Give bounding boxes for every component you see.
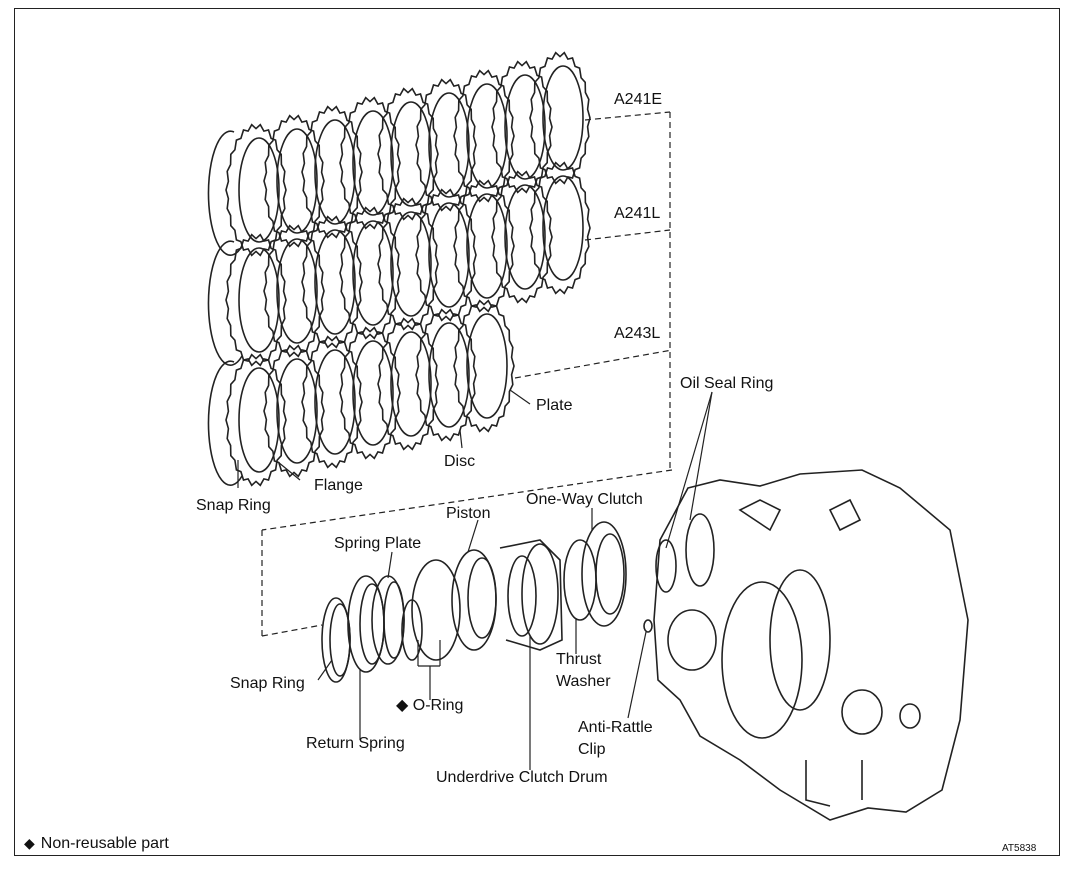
plate-bore: [466, 193, 508, 299]
diagram-frame: [14, 8, 1060, 856]
clutch-disc: [263, 344, 325, 478]
clutch-plate: [301, 335, 363, 469]
lower-assembly: [321, 521, 627, 683]
plate-bore: [352, 110, 394, 216]
plate-bore: [314, 119, 356, 225]
plate-bore: [352, 340, 394, 446]
plate-bore: [390, 211, 432, 317]
return-spring-label: Return Spring: [306, 735, 405, 752]
plate-bore: [276, 238, 318, 344]
clutch-disc: [491, 170, 553, 304]
plate-bore: [504, 74, 546, 180]
plate-bore: [276, 128, 318, 234]
variant-guide-lines: [261, 111, 673, 637]
clutch-plate: [453, 299, 515, 433]
plate-bore: [466, 83, 508, 189]
non-reusable-symbol: ◆: [24, 835, 35, 851]
plate-bore: [352, 220, 394, 326]
clutch-pack-a241l: [207, 161, 591, 367]
clutch-plate: [377, 317, 439, 451]
transmission-case: [643, 469, 969, 821]
clutch-plate: [453, 179, 515, 313]
plate-bore: [314, 349, 356, 455]
snap-ring-bottom-label: Snap Ring: [230, 675, 305, 692]
plate-bore: [276, 358, 318, 464]
plate-bore: [238, 367, 280, 473]
underdrive-clutch-drum-label: Underdrive Clutch Drum: [436, 769, 608, 786]
plate-bore: [390, 331, 432, 437]
figure-code: AT5838: [1002, 843, 1037, 854]
variant-label-a241l: A241L: [614, 205, 661, 222]
plate-bore: [390, 101, 432, 207]
plate-bore: [542, 175, 584, 281]
clutch-plate: [225, 353, 287, 487]
plate-bore: [504, 184, 546, 290]
clutch-disc: [415, 308, 477, 442]
snap-ring-top-label: Snap Ring: [196, 497, 271, 514]
plate-bore: [542, 65, 584, 171]
oil-seal-ring-label: Oil Seal Ring: [680, 375, 774, 392]
plate-bore: [428, 92, 470, 198]
piston-label: Piston: [446, 505, 491, 522]
disc-label: Disc: [444, 453, 476, 470]
clutch-plate: [529, 161, 591, 295]
clutch-plate: [529, 51, 591, 185]
leader-lines-top: [237, 389, 531, 488]
plate-bore: [466, 313, 508, 419]
plate-bore: [428, 202, 470, 308]
clutch-disc: [339, 326, 401, 460]
flange-label: Flange: [314, 477, 363, 494]
snap-ring: [207, 360, 243, 486]
clutch-disc: [415, 188, 477, 322]
plate-bore: [238, 137, 280, 243]
leader-lines-bottom: [317, 391, 713, 770]
clutch-pack-a241e: [207, 51, 591, 257]
plate-bore: [238, 247, 280, 353]
o-ring-label: ◆ O-Ring: [396, 697, 464, 714]
clutch-plate: [301, 215, 363, 349]
anti-rattle-clip-label-line1: Anti-Rattle: [578, 719, 653, 736]
thrust-washer-label-line2: Washer: [556, 673, 611, 690]
clutch-pack-a243l: [207, 299, 515, 487]
spring-plate-label: Spring Plate: [334, 535, 422, 552]
snap-ring: [207, 240, 243, 366]
clutch-plate: [225, 233, 287, 367]
plate-bore: [314, 229, 356, 335]
plate-label: Plate: [536, 397, 573, 414]
variant-label-a243l: A243L: [614, 325, 661, 342]
clutch-plate: [377, 197, 439, 331]
one-way-clutch-label: One-Way Clutch: [526, 491, 643, 508]
snap-ring: [207, 130, 243, 256]
footnote: ◆ Non-reusable part: [24, 836, 169, 852]
clutch-disc: [339, 206, 401, 340]
thrust-washer-label-line1: Thrust: [556, 651, 602, 668]
non-reusable-marker: ◆: [396, 697, 409, 714]
clutch-disc: [263, 224, 325, 358]
anti-rattle-clip-label-line2: Clip: [578, 741, 606, 758]
variant-label-a241e: A241E: [614, 91, 663, 108]
plate-bore: [428, 322, 470, 428]
footnote-text: Non-reusable part: [40, 835, 169, 852]
